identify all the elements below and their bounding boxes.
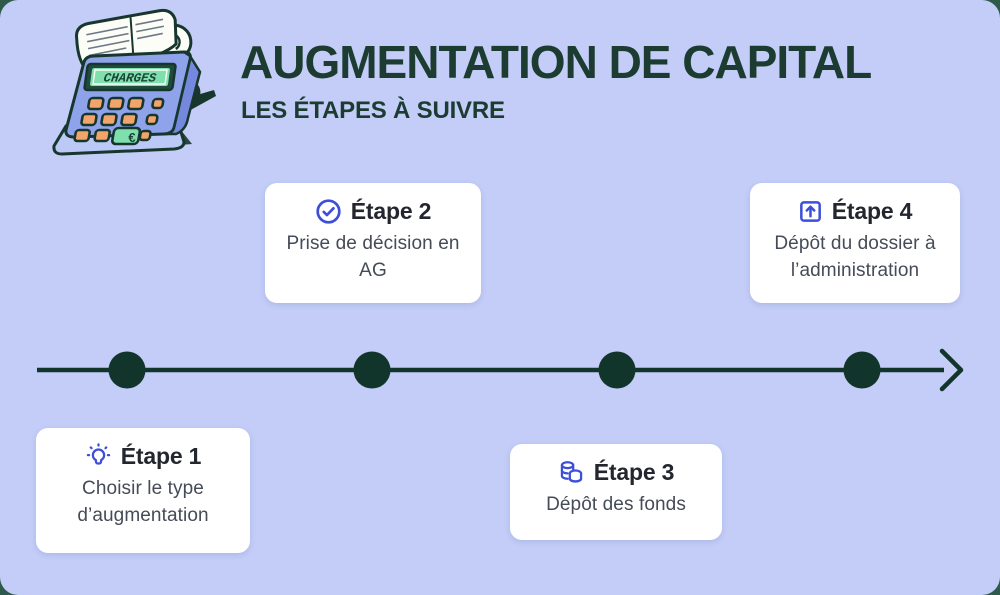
idea-lightbulb-icon xyxy=(86,443,110,465)
timeline-dot-2 xyxy=(353,351,391,389)
check-circle-icon xyxy=(316,199,341,224)
calculator-body: CHARGES € xyxy=(64,50,202,146)
calculator-keypad: € xyxy=(73,96,165,146)
timeline-dot-4 xyxy=(843,351,881,389)
calculator-display-text: CHARGES xyxy=(103,72,158,86)
step-description: Choisir le type d’augmentation xyxy=(77,478,209,526)
coins-icon xyxy=(560,461,582,483)
step-label: Étape 1 xyxy=(120,443,202,469)
step-label: Étape 2 xyxy=(350,198,432,224)
timeline-arrow-icon xyxy=(939,348,964,392)
timeline-dot-3 xyxy=(598,351,636,389)
step-label: Étape 3 xyxy=(593,459,675,485)
step-card-2: Étape 2 Prise de décision en AG xyxy=(265,183,481,303)
header: AUGMENTATION DE CAPITAL LES ÉTAPES À SUI… xyxy=(240,36,872,125)
step-card-3: Étape 3 Dépôt des fonds xyxy=(510,444,722,540)
step-description: Prise de décision en AG xyxy=(286,233,460,281)
step-label: Étape 4 xyxy=(831,198,913,224)
upload-arrow-icon xyxy=(799,201,821,222)
calculator-euro-key: € xyxy=(128,130,135,145)
step-card-4: Étape 4 Dépôt du dossier à l’administrat… xyxy=(750,183,960,303)
step-description: Dépôt du dossier à l’administration xyxy=(774,233,936,281)
calculator-illustration: CHARGES € xyxy=(52,8,216,156)
page-title: AUGMENTATION DE CAPITAL xyxy=(240,36,872,88)
step-description: Dépôt des fonds xyxy=(546,494,686,515)
step-card-1: Étape 1 Choisir le type d’augmentation xyxy=(36,428,250,553)
timeline xyxy=(37,348,964,392)
page-subtitle: LES ÉTAPES À SUIVRE xyxy=(241,97,505,125)
timeline-dot-1 xyxy=(108,351,146,389)
